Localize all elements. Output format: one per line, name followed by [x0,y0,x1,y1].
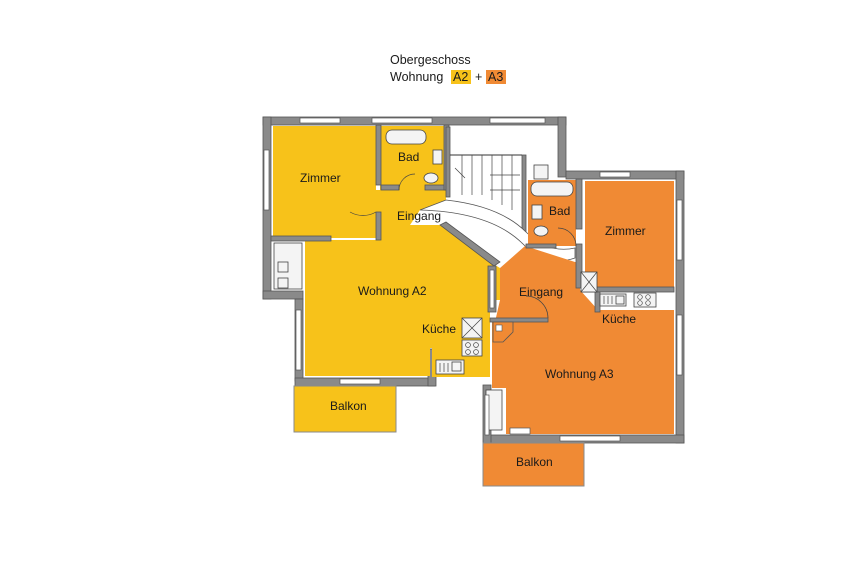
a2-kueche-label: Küche [422,322,456,336]
a3-eingang-label: Eingang [519,285,563,299]
a2-eingang-label: Eingang [397,209,441,223]
a3-wohnung-label: Wohnung A3 [545,367,614,381]
a3-zimmer-area [585,181,674,287]
a2-bad-label: Bad [398,150,419,164]
legend-swatch-a2 [451,70,471,84]
legend-plus: + [475,70,482,84]
a3-eingang-area [495,246,598,322]
a2-balkon-area [293,385,397,433]
a3-balkon-label: Balkon [516,455,553,469]
a2-zimmer-label: Zimmer [300,171,341,185]
a2-zimmer-area [273,126,376,238]
plan-header: Obergeschoss Wohnung A2 + A3 [390,53,506,84]
unit-a2 [273,126,500,433]
room-labels-a2: Zimmer Bad Eingang Wohnung A2 Küche Balk… [300,150,456,413]
a3-zimmer-label: Zimmer [605,224,646,238]
windows [263,117,683,442]
unit-a3 [482,180,674,487]
a3-kueche-label: Küche [602,312,636,326]
apartments-label: Wohnung [390,70,443,84]
legend-swatch-a3 [486,70,506,84]
floor-title: Obergeschoss [390,53,471,67]
legend-a2-label: A2 [453,70,468,84]
legend-a3-label: A3 [488,70,503,84]
a3-bad-label: Bad [549,204,570,218]
room-labels-a3: Bad Zimmer Eingang Küche Wohnung A3 Balk… [516,204,646,469]
a2-balkon-label: Balkon [330,399,367,413]
a3-wohnung-area [492,310,674,434]
a3-interior-walls [485,164,675,435]
a2-wohnung-label: Wohnung A2 [358,284,427,298]
a3-balkon-area [482,442,585,487]
